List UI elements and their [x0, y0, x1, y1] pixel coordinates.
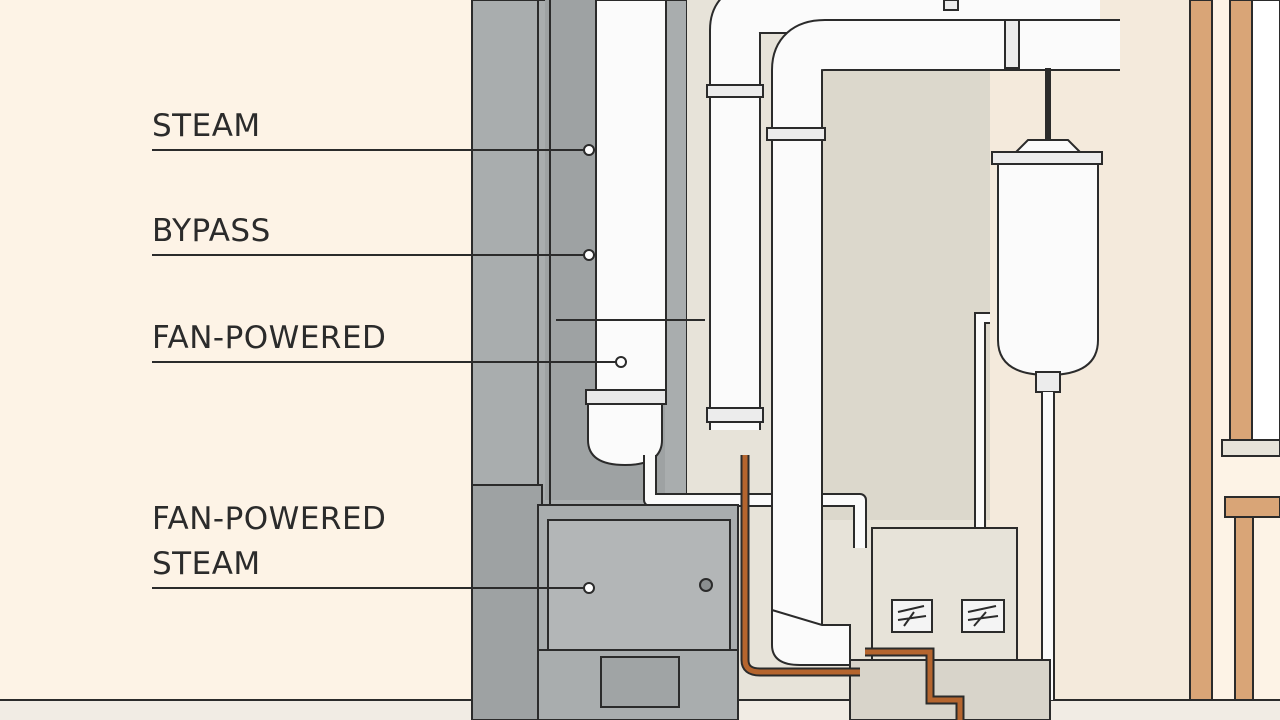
pipe-collar-5 — [943, 0, 959, 11]
leader-dot-fan-powered-steam — [583, 582, 595, 594]
control-box-bottom — [849, 659, 1051, 720]
top-elbow-pipe — [711, 0, 1100, 430]
leader-dot-fan-powered — [615, 356, 627, 368]
main-duct-collar — [585, 389, 667, 405]
wood-sill — [1221, 439, 1280, 457]
tank-outlet — [1035, 371, 1061, 393]
tank-cap — [991, 151, 1103, 165]
furnace-knob — [699, 578, 713, 592]
center-pipe-bottom — [771, 608, 851, 666]
leader-dot-bypass — [583, 249, 595, 261]
sticker-2-mark — [967, 605, 999, 627]
center-pipe — [773, 21, 1120, 640]
wood-post-2 — [1229, 0, 1253, 441]
label-steam: STEAM — [152, 108, 261, 144]
drain-pipe-fill — [645, 455, 865, 548]
leader-lines — [152, 149, 620, 589]
wood-post — [1189, 0, 1213, 720]
pipe-collar-2 — [706, 407, 764, 423]
tank-top — [1013, 139, 1083, 153]
left-wall-panel — [0, 0, 472, 720]
wood-shelf — [1224, 496, 1280, 518]
label-fan-powered-steam-line2: STEAM — [152, 546, 261, 582]
furnace-base-wall — [471, 484, 543, 720]
label-bypass: BYPASS — [152, 213, 271, 249]
pipe-collar-4 — [1004, 19, 1020, 69]
label-fan-powered-steam-line1: FAN-POWERED — [152, 501, 387, 537]
pipe-collar-3 — [766, 127, 826, 141]
side-pipe — [976, 314, 990, 548]
furnace-door — [547, 519, 731, 651]
tank-body — [997, 163, 1099, 377]
label-fan-powered: FAN-POWERED — [152, 320, 387, 356]
copper-pipe — [742, 455, 860, 675]
copper-pipe-2 — [865, 649, 963, 720]
main-duct-bottom — [587, 403, 663, 467]
wood-leg — [1234, 516, 1254, 720]
furnace-vent — [600, 656, 680, 708]
sticker-1-mark — [897, 605, 927, 627]
right-wall-recess — [820, 60, 990, 520]
pipe-collar-1 — [706, 84, 764, 98]
main-duct — [595, 0, 667, 401]
window-strip — [1251, 0, 1280, 441]
leader-dots — [583, 144, 627, 594]
leader-dot-steam — [583, 144, 595, 156]
